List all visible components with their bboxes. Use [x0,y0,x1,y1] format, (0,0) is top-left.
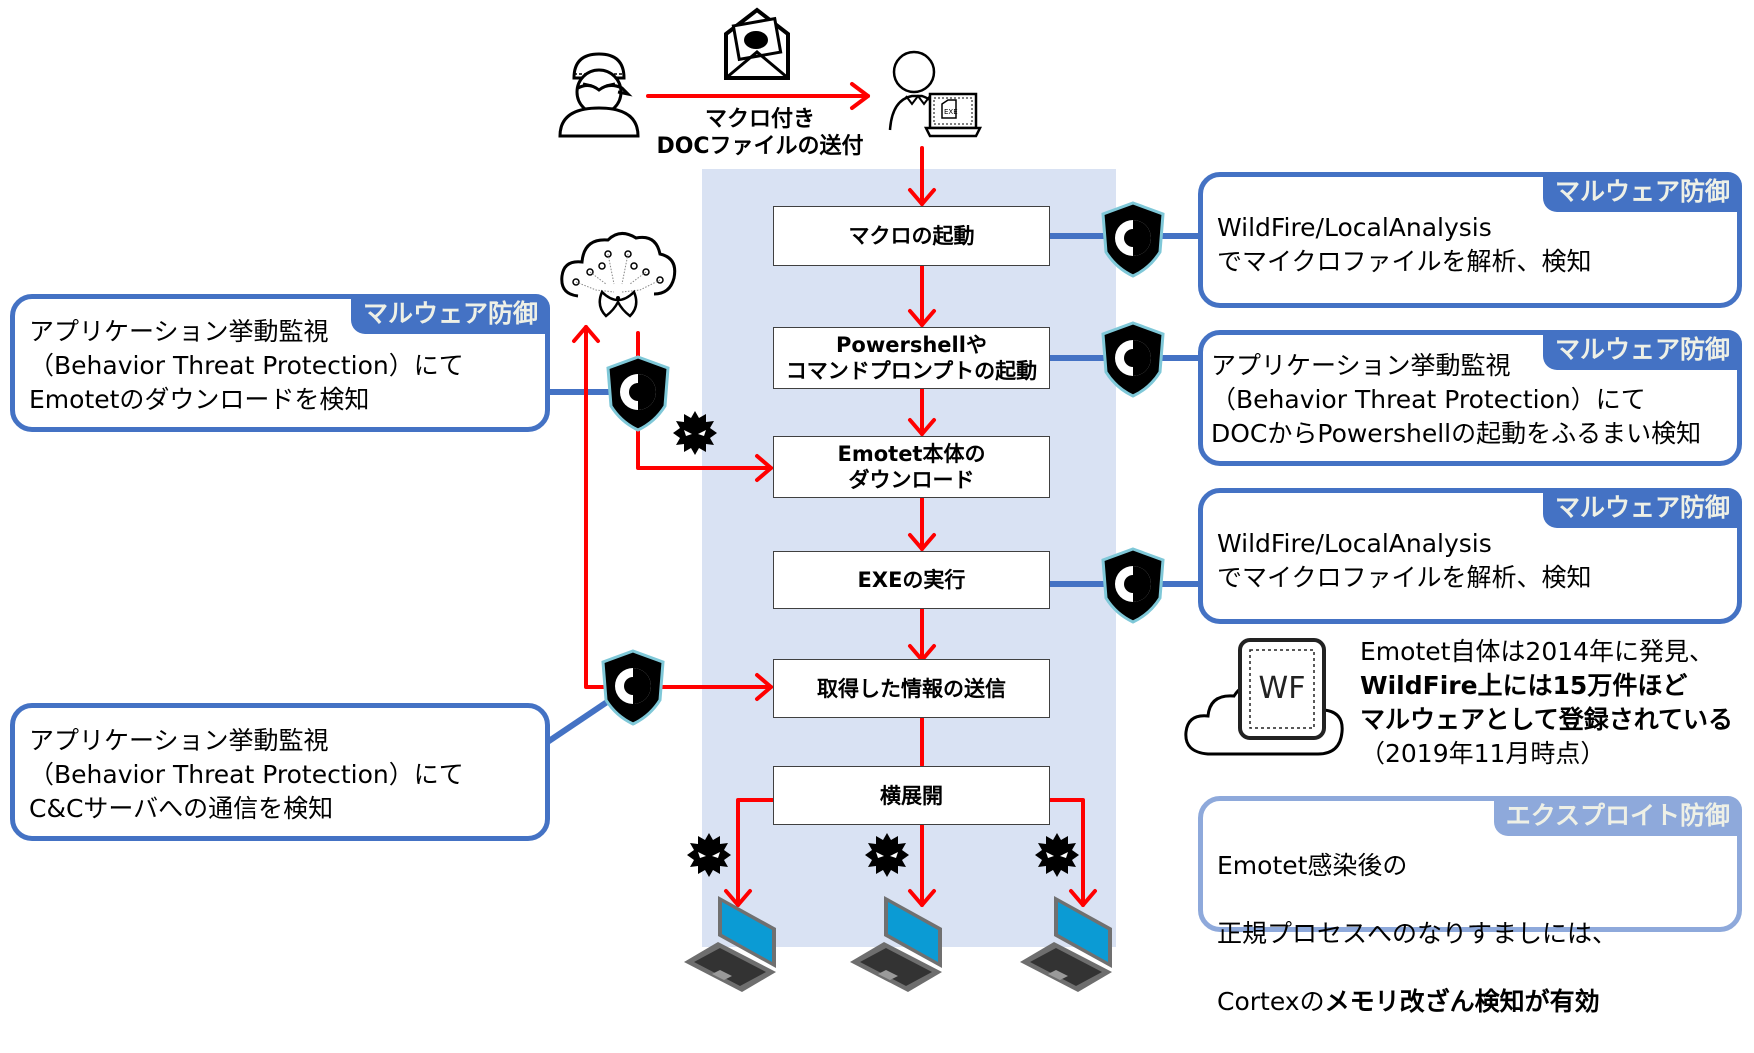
wildfire-note-line1: Emotet自体は2014年に発見、 [1360,637,1715,666]
callout-btp-powershell: マルウェア防御 アプリケーション挙動監視 （Behavior Threat Pr… [1198,330,1742,466]
step-emotet-download: Emotet本体の ダウンロード [773,436,1050,498]
arrowhead-send [850,82,870,110]
malware-protection-badge: マルウェア防御 [1542,330,1742,370]
callout-wildfire-exe: マルウェア防御 WildFire/LocalAnalysis でマイクロファイル… [1198,488,1742,624]
arrowhead [908,188,936,206]
cortex-shield-icon [1101,321,1165,398]
malware-protection-badge: マルウェア防御 [1542,488,1742,528]
step-lateral-movement: 横展開 [773,766,1050,825]
malware-virus-icon [687,833,731,877]
exploit-line3-bold: メモリ改ざん検知が有効 [1324,987,1600,1016]
cortex-shield-icon [601,649,665,726]
step-exe-execution: EXEの実行 [773,551,1050,609]
callout-btp-download: マルウェア防御 アプリケーション挙動監視 （Behavior Threat Pr… [10,294,550,432]
arrowhead [755,673,773,701]
arrowhead [908,533,936,551]
cortex-shield-icon [606,355,670,432]
malware-virus-icon [673,411,717,455]
step-info-exfiltration: 取得した情報の送信 [773,659,1050,718]
wildfire-note: Emotet自体は2014年に発見、 WildFire上には15万件ほど マルウ… [1360,635,1733,771]
victim-user-laptop-icon: EXE [888,50,982,138]
red-flow-arrows [572,82,1097,907]
exploit-line3-plain: Cortexの [1217,987,1325,1016]
connector-left-2 [544,697,612,746]
exploit-line2: 正規プロセスへのなりすましには、 [1217,919,1618,948]
callout-text: WildFire/LocalAnalysis でマイクロファイルを解析、検知 [1217,529,1592,592]
arrowhead [755,454,773,482]
arrow-lateral-left [736,798,775,907]
wildfire-cloud-icon: WF [1184,638,1344,756]
callout-text: アプリケーション挙動監視 （Behavior Threat Protection… [1211,351,1702,448]
cortex-shield-icon [1101,201,1165,278]
wf-label: WF [1259,671,1306,706]
malware-protection-badge: マルウェア防御 [350,294,550,334]
attacker-icon [558,52,640,138]
arrowhead [908,309,936,327]
arrowhead [572,325,600,343]
arrow-lateral-right [1048,798,1085,907]
exploit-line1: Emotet感染後の [1217,851,1408,880]
laptop-icon [850,896,942,992]
wildfire-note-line4: （2019年11月時点） [1360,739,1606,768]
step-powershell-launch: Powershellや コマンドプロンプトの起動 [773,327,1050,389]
callout-text: Emotet感染後の 正規プロセスへのなりすましには、 Cortexのメモリ改ざ… [1217,815,1617,1053]
malware-virus-icon [1035,833,1079,877]
malicious-mail-icon [724,7,790,80]
exploit-protection-badge: エクスプロイト防御 [1493,796,1742,836]
wildfire-note-line3: マルウェアとして登録されている [1360,705,1734,734]
callout-text: アプリケーション挙動監視 （Behavior Threat Protection… [29,726,464,823]
arrowhead [908,889,936,907]
arrowhead [908,418,936,436]
arrowhead [724,889,752,907]
step-macro-launch: マクロの起動 [773,206,1050,266]
callout-text: WildFire/LocalAnalysis でマイクロファイルを解析、検知 [1217,213,1592,276]
exploit-line3: Cortexのメモリ改ざん検知が有効 [1217,985,1617,1019]
send-doc-label: マクロ付き DOCファイルの送付 [656,107,864,159]
callout-text: アプリケーション挙動監視 （Behavior Threat Protection… [29,317,464,414]
exe-label: EXE [944,108,958,116]
laptop-icon [1020,896,1112,992]
cortex-shield-icon [1101,547,1165,624]
callout-btp-c2: アプリケーション挙動監視 （Behavior Threat Protection… [10,703,550,841]
laptop-icon [684,896,776,992]
malware-virus-icon [865,833,909,877]
malware-protection-badge: マルウェア防御 [1542,172,1742,212]
callout-exploit-protection: エクスプロイト防御 Emotet感染後の 正規プロセスへのなりすましには、 Co… [1198,796,1742,1016]
callout-wildfire-macro: マルウェア防御 WildFire/LocalAnalysis でマイクロファイル… [1198,172,1742,308]
arrowhead [1069,889,1097,907]
wildfire-note-line2: WildFire上には15万件ほど [1360,671,1688,700]
cloud-biohazard-icon [560,232,677,318]
